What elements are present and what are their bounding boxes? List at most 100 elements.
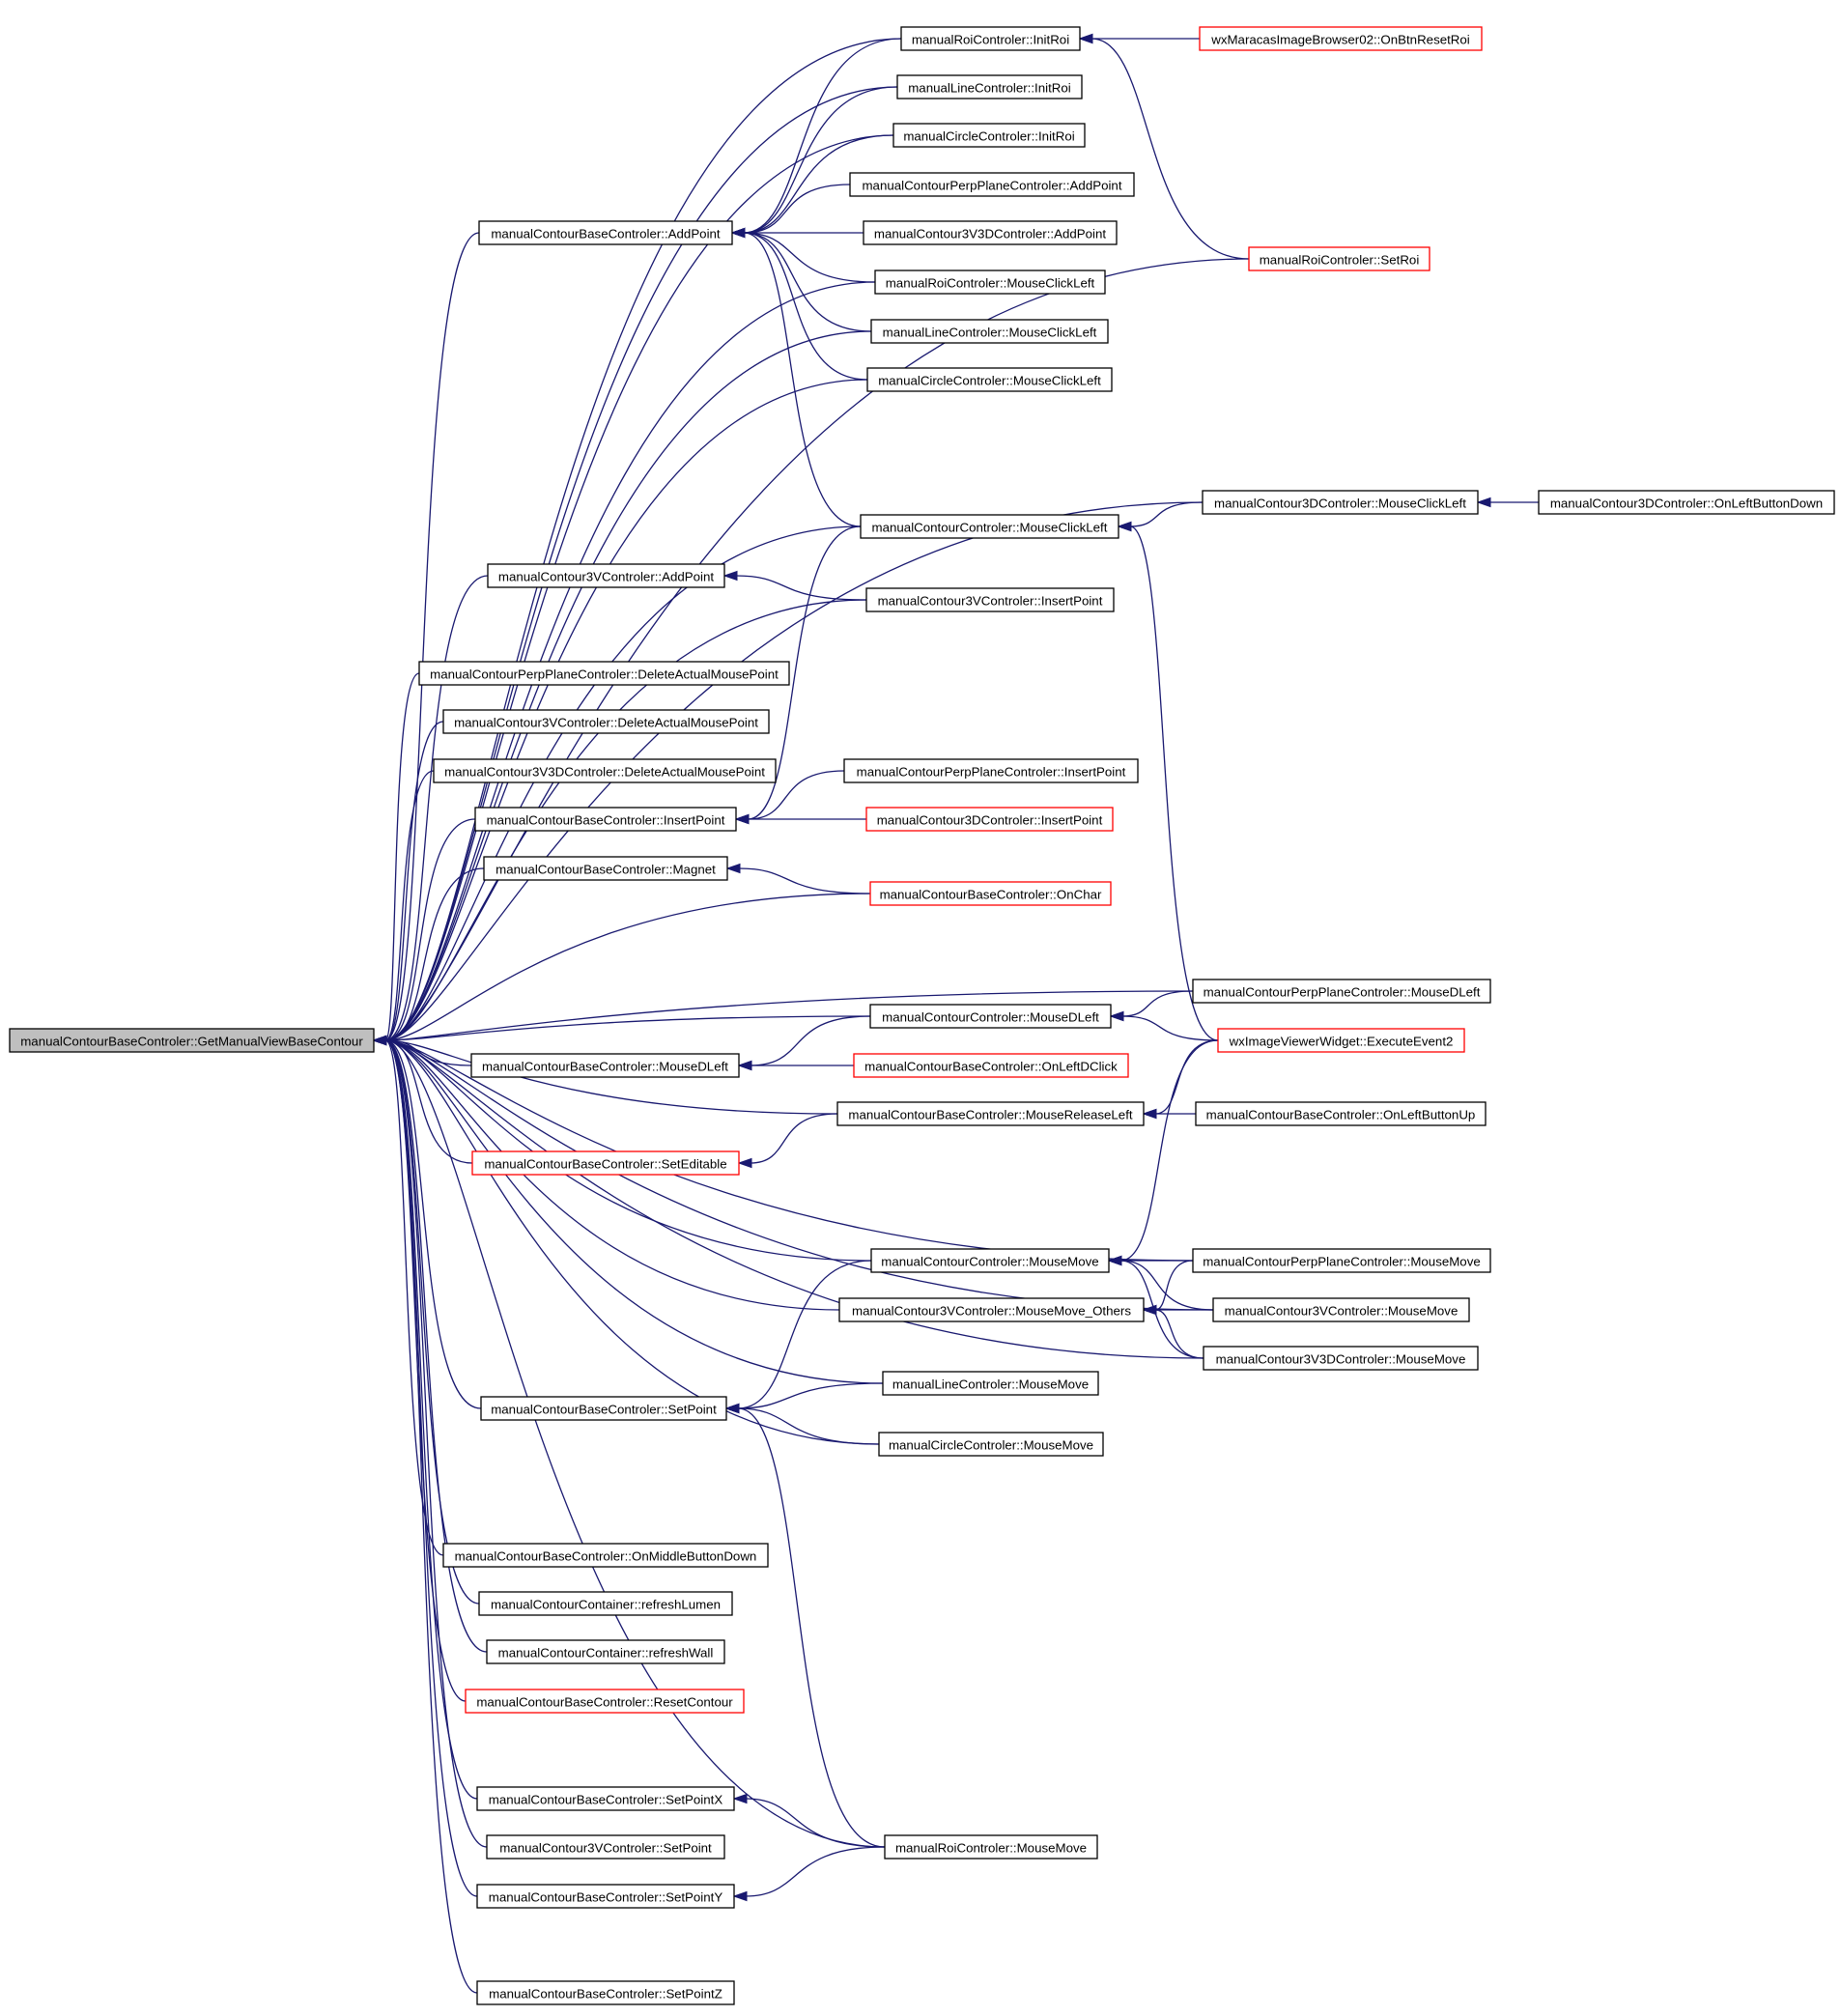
node-c3-don-left-button-down[interactable]: manualContour3DControler::OnLeftButtonDo… [1538, 490, 1835, 515]
node-circle-init-roi[interactable]: manualCircleControler::InitRoi [892, 123, 1086, 148]
node-contour-mouse-move[interactable]: manualContourControler::MouseMove [870, 1248, 1110, 1273]
node-box[interactable] [896, 74, 1083, 99]
node-perp-add-point[interactable]: manualContourPerpPlaneControler::AddPoin… [849, 172, 1135, 197]
node-perp-mouse-dleft[interactable]: manualContourPerpPlaneControler::MouseDL… [1192, 979, 1491, 1004]
node-perp-mouse-move[interactable]: manualContourPerpPlaneControler::MouseMo… [1192, 1248, 1491, 1273]
node-box[interactable] [870, 1248, 1110, 1273]
node-circle-mouse-move[interactable]: manualCircleControler::MouseMove [878, 1432, 1104, 1457]
node-box[interactable] [843, 758, 1139, 783]
node-base-add-point[interactable]: manualContourBaseControler::AddPoint [478, 220, 733, 245]
node-box[interactable] [874, 270, 1106, 295]
node-box[interactable] [838, 1297, 1145, 1322]
node-box[interactable] [487, 563, 725, 588]
node-box[interactable] [884, 1834, 1098, 1860]
node-roi-mouse-move[interactable]: manualRoiControler::MouseMove [884, 1834, 1098, 1860]
node-box[interactable] [483, 856, 728, 881]
node-v3-dadd-point[interactable]: manualContour3V3DControler::AddPoint [863, 220, 1118, 245]
node-on-left-button-up[interactable]: manualContourBaseControler::OnLeftButton… [1195, 1101, 1487, 1126]
node-box[interactable] [1212, 1297, 1470, 1322]
node-box[interactable] [476, 1884, 735, 1909]
node-box[interactable] [836, 1101, 1145, 1126]
node-line-mouse-move[interactable]: manualLineControler::MouseMove [882, 1371, 1099, 1396]
node-magnet[interactable]: manualContourBaseControler::Magnet [483, 856, 728, 881]
node-set-roi[interactable]: manualRoiControler::SetRoi [1248, 246, 1430, 271]
node-box[interactable] [1199, 26, 1483, 51]
node-roi-mouse-click-left[interactable]: manualRoiControler::MouseClickLeft [874, 270, 1106, 295]
node-box[interactable] [853, 1053, 1129, 1078]
node-box[interactable] [433, 758, 777, 783]
node-box[interactable] [480, 1396, 727, 1421]
node-v3-set-point[interactable]: manualContour3VControler::SetPoint [486, 1834, 725, 1860]
node-box[interactable] [870, 319, 1109, 344]
node-box[interactable] [9, 1028, 375, 1053]
node-box[interactable] [1202, 490, 1479, 515]
node-on-middle-button-down[interactable]: manualContourBaseControler::OnMiddleButt… [442, 1543, 769, 1568]
node-base-set-point[interactable]: manualContourBaseControler::SetPoint [480, 1396, 727, 1421]
node-v3-ddelete-actual[interactable]: manualContour3V3DControler::DeleteActual… [433, 758, 777, 783]
node-execute-event2[interactable]: wxImageViewerWidget::ExecuteEvent2 [1217, 1028, 1465, 1053]
node-box[interactable] [882, 1371, 1099, 1396]
node-perp-delete-actual[interactable]: manualContourPerpPlaneControler::DeleteA… [418, 661, 790, 686]
node-c3-dmouse-click-left[interactable]: manualContour3DControler::MouseClickLeft [1202, 490, 1479, 515]
node-reset-contour[interactable]: manualContourBaseControler::ResetContour [465, 1689, 745, 1714]
node-v3-dmouse-move[interactable]: manualContour3V3DControler::MouseMove [1203, 1346, 1479, 1371]
node-box[interactable] [471, 1150, 740, 1176]
node-box[interactable] [1195, 1101, 1487, 1126]
node-box[interactable] [1538, 490, 1835, 515]
node-line-mouse-click-left[interactable]: manualLineControler::MouseClickLeft [870, 319, 1109, 344]
node-box[interactable] [478, 220, 733, 245]
node-set-point-y[interactable]: manualContourBaseControler::SetPointY [476, 1884, 735, 1909]
node-v3-insert-point[interactable]: manualContour3VControler::InsertPoint [865, 587, 1115, 612]
node-get-manual-view-base-contour[interactable]: manualContourBaseControler::GetManualVie… [9, 1028, 375, 1053]
node-roi-init-roi[interactable]: manualRoiControler::InitRoi [900, 26, 1081, 51]
node-set-point-x[interactable]: manualContourBaseControler::SetPointX [476, 1786, 735, 1811]
node-box[interactable] [478, 1591, 733, 1616]
node-perp-insert-point[interactable]: manualContourPerpPlaneControler::InsertP… [843, 758, 1139, 783]
node-box[interactable] [1192, 1248, 1491, 1273]
node-box[interactable] [418, 661, 790, 686]
node-mouse-release-left[interactable]: manualContourBaseControler::MouseRelease… [836, 1101, 1145, 1126]
node-box[interactable] [892, 123, 1086, 148]
node-on-left-dclick[interactable]: manualContourBaseControler::OnLeftDClick [853, 1053, 1129, 1078]
node-box[interactable] [865, 807, 1114, 832]
node-box[interactable] [1203, 1346, 1479, 1371]
node-box[interactable] [878, 1432, 1104, 1457]
node-refresh-wall[interactable]: manualContourContainer::refreshWall [486, 1639, 725, 1664]
node-circle-mouse-click-left[interactable]: manualCircleControler::MouseClickLeft [866, 367, 1113, 392]
node-base-insert-point[interactable]: manualContourBaseControler::InsertPoint [474, 807, 737, 832]
node-on-btn-reset-roi[interactable]: wxMaracasImageBrowser02::OnBtnResetRoi [1199, 26, 1483, 51]
node-box[interactable] [869, 881, 1112, 906]
node-v3-mouse-move-others[interactable]: manualContour3VControler::MouseMove_Othe… [838, 1297, 1145, 1322]
node-box[interactable] [865, 587, 1115, 612]
node-line-init-roi[interactable]: manualLineControler::InitRoi [896, 74, 1083, 99]
node-box[interactable] [1248, 246, 1430, 271]
node-refresh-lumen[interactable]: manualContourContainer::refreshLumen [478, 1591, 733, 1616]
node-box[interactable] [474, 807, 737, 832]
node-box[interactable] [1217, 1028, 1465, 1053]
node-set-editable[interactable]: manualContourBaseControler::SetEditable [471, 1150, 740, 1176]
node-box[interactable] [866, 367, 1113, 392]
node-v3-delete-actual[interactable]: manualContour3VControler::DeleteActualMo… [442, 709, 770, 734]
node-set-point-z[interactable]: manualContourBaseControler::SetPointZ [476, 1980, 735, 2005]
node-box[interactable] [465, 1689, 745, 1714]
node-base-mouse-dleft[interactable]: manualContourBaseControler::MouseDLeft [470, 1053, 740, 1078]
node-box[interactable] [863, 220, 1118, 245]
node-box[interactable] [869, 1004, 1112, 1029]
node-box[interactable] [860, 514, 1119, 539]
node-box[interactable] [476, 1786, 735, 1811]
node-box[interactable] [900, 26, 1081, 51]
node-box[interactable] [476, 1980, 735, 2005]
node-box[interactable] [486, 1639, 725, 1664]
node-contour-mouse-click-left[interactable]: manualContourControler::MouseClickLeft [860, 514, 1119, 539]
node-box[interactable] [849, 172, 1135, 197]
node-box[interactable] [486, 1834, 725, 1860]
node-v3-mouse-move[interactable]: manualContour3VControler::MouseMove [1212, 1297, 1470, 1322]
node-box[interactable] [470, 1053, 740, 1078]
node-box[interactable] [442, 1543, 769, 1568]
node-on-char[interactable]: manualContourBaseControler::OnChar [869, 881, 1112, 906]
node-box[interactable] [1192, 979, 1491, 1004]
node-contour-mouse-dleft[interactable]: manualContourControler::MouseDLeft [869, 1004, 1112, 1029]
node-box[interactable] [442, 709, 770, 734]
node-c3-dinsert-point[interactable]: manualContour3DControler::InsertPoint [865, 807, 1114, 832]
node-v3-add-point[interactable]: manualContour3VControler::AddPoint [487, 563, 725, 588]
